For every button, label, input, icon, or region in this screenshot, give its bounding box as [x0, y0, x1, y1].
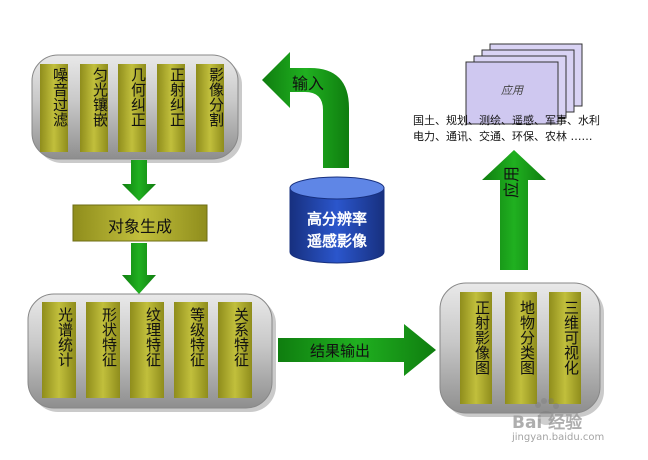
apply-line-2: 电力、通讯、交通、环保、农林 …… [413, 130, 593, 143]
baidu-paw-icon [535, 398, 559, 425]
database-cylinder [289, 176, 385, 264]
feature-block [130, 302, 164, 398]
arrow-down-1 [122, 160, 156, 201]
preprocess-label: 正射纠正 [168, 67, 186, 127]
watermark-main: Bai 经验 [512, 413, 583, 433]
feature-label: 纹理特征 [144, 307, 162, 367]
arrow-right-result [278, 324, 436, 376]
output-label: 地物分类图 [518, 300, 536, 375]
watermark-url: jingyan.baidu.com [512, 432, 605, 443]
arrow-up-apply [482, 150, 546, 270]
db-label-2: 遥感影像 [306, 232, 367, 250]
preprocess-label: 影像分割 [207, 67, 225, 127]
preprocess-panel [31, 54, 242, 163]
object-gen-bar [72, 204, 208, 242]
preprocess-block [157, 64, 185, 152]
feature-block [42, 302, 76, 398]
preprocess-label: 几何纠正 [129, 67, 147, 127]
preprocess-block [196, 64, 224, 152]
doc-title: 应用 [501, 84, 523, 97]
preprocess-block [80, 64, 108, 152]
output-label: 正射影像图 [473, 300, 491, 375]
arrow-down-2 [122, 243, 156, 294]
document-stack [465, 43, 583, 125]
result-label: 结果输出 [310, 342, 371, 360]
preprocess-label: 噪音过滤 [51, 67, 69, 127]
output-block [505, 292, 537, 404]
feature-label: 光谱统计 [56, 307, 74, 367]
arrow-input-curved [262, 52, 349, 168]
feature-block [218, 302, 252, 398]
preprocess-block [118, 64, 146, 152]
output-label: 三维可视化 [562, 300, 580, 375]
preprocess-label: 匀光镶嵌 [91, 67, 109, 127]
apply-arrow-label: 应用 [502, 165, 521, 198]
output-block [460, 292, 492, 404]
feature-label: 等级特征 [188, 307, 206, 367]
feature-label: 关系特征 [232, 307, 250, 367]
output-block [549, 292, 581, 404]
db-label-1: 高分辨率 [306, 210, 367, 228]
apply-line-1: 国土、规划、测绘、遥感、军事、水利 [413, 114, 600, 127]
feature-block [174, 302, 208, 398]
feature-label: 形状特征 [100, 307, 118, 367]
features-panel [27, 293, 276, 412]
object-gen-label: 对象生成 [107, 217, 172, 236]
feature-block [86, 302, 120, 398]
preprocess-block [40, 64, 68, 152]
outputs-panel [439, 282, 604, 417]
input-label: 输入 [292, 74, 325, 93]
